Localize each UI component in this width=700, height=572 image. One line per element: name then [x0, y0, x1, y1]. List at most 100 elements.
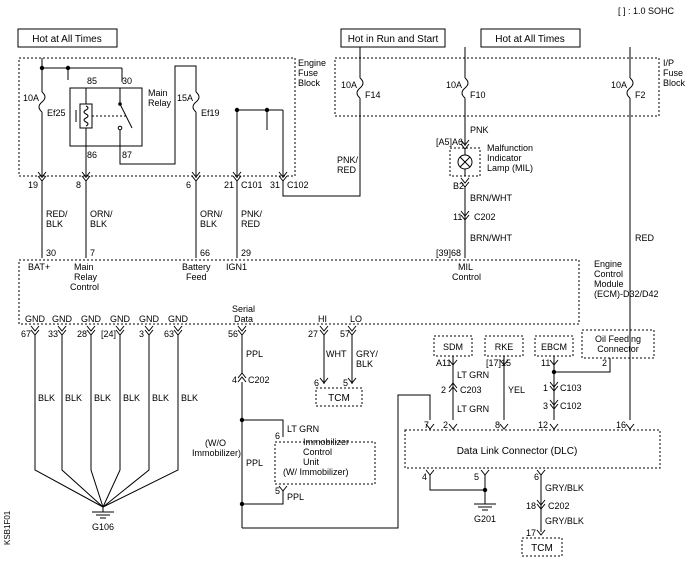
dlc-pin-5: 5 — [474, 472, 479, 482]
gnd-wire-blk-1: BLK — [38, 393, 55, 403]
tcm-lower-box — [521, 537, 563, 557]
ecm-pin-30: 30 — [46, 248, 56, 258]
serial-ppl-1: PPL — [246, 349, 263, 359]
dlc-pin-16: 16 — [616, 420, 626, 430]
rke-label: RKE — [495, 342, 514, 352]
svg-text:67: 67 — [21, 329, 31, 339]
ef25-name: Ef25 — [47, 108, 66, 118]
ecm-mil-ctrl-1: MIL — [458, 262, 473, 272]
svg-text:GND: GND — [168, 314, 189, 324]
serial-ppl-2: PPL — [246, 458, 263, 468]
gnd-wire-blk-5: BLK — [152, 393, 169, 403]
g201-label: G201 — [474, 514, 496, 524]
immob-wire-lt-grn: LT GRN — [287, 424, 319, 434]
ecm-hi: HI — [318, 314, 327, 324]
mod-pin-2: 2 — [441, 385, 446, 395]
mod-conn-c103: C103 — [560, 383, 582, 393]
immob-ppl: PPL — [287, 492, 304, 502]
wire-red-blk-1: RED/ — [46, 209, 68, 219]
wire-orn-blk-1b: BLK — [90, 219, 107, 229]
ecm-pin-3968: [39]68 — [436, 248, 461, 258]
pin-19: 19 — [28, 180, 38, 190]
svg-text:3: 3 — [139, 329, 144, 339]
ecm-battery-feed-2: Feed — [186, 272, 207, 282]
immob-label-4: (W/ Immobilizer) — [283, 467, 349, 477]
f2-amp: 10A — [611, 80, 627, 90]
ecm-pin-57: 57 — [340, 329, 350, 339]
engine-fuse-label-2: Fuse — [298, 68, 318, 78]
svg-text:[24]: [24] — [101, 329, 116, 339]
mil-pin-a5a6: [A5]A6 — [436, 137, 463, 147]
gnd-wire-blk-3: BLK — [94, 393, 111, 403]
mil-pin-11: 11 — [453, 212, 462, 222]
wire-orn-blk-2b: BLK — [200, 219, 217, 229]
dlc-pin-4: 4 — [422, 472, 427, 482]
relay-pin-85: 85 — [87, 76, 97, 86]
dlc-label: Data Link Connector (DLC) — [457, 446, 578, 457]
svg-text:GND: GND — [25, 314, 46, 324]
ip-fuse-label-1: I/P — [663, 58, 674, 68]
mil-wire-brn-wht-1: BRN/WHT — [470, 193, 512, 203]
wire-orn-blk-1a: ORN/ — [90, 209, 113, 219]
relay-pin-86: 86 — [87, 150, 97, 160]
wire-red-blk-2: BLK — [46, 219, 63, 229]
sdm-label: SDM — [443, 342, 463, 352]
sdm-pin: A11 — [436, 358, 451, 368]
serial-conn-c202: C202 — [248, 375, 270, 385]
fuse-f2 — [626, 77, 634, 99]
ebcm-label: EBCM — [541, 342, 567, 352]
mod-wire-lt-grn-2: LT GRN — [457, 404, 489, 414]
wo-immob-1: (W/O — [205, 438, 226, 448]
engine-fuse-label-3: Block — [298, 78, 321, 88]
oil-label-2: Connector — [597, 344, 639, 354]
wire-pnk-red-2b: RED — [337, 165, 357, 175]
fuse-ef25 — [38, 91, 46, 113]
ecm-pin-66: 66 — [200, 248, 210, 258]
wire-pnk-red-1a: PNK/ — [241, 209, 263, 219]
mod-conn-c203: C203 — [460, 385, 482, 395]
svg-text:GND: GND — [81, 314, 102, 324]
oil-feeding-box — [581, 329, 655, 359]
ecm-lo: LO — [350, 314, 362, 324]
svg-text:GND: GND — [52, 314, 73, 324]
tcm-pin-6: 6 — [314, 378, 319, 388]
pin-6: 6 — [186, 180, 191, 190]
mil-label-1: Malfunction — [487, 143, 533, 153]
wo-immob-2: Immobilizer) — [192, 448, 241, 458]
ecm-ground-pins: GND GND GND GND GND GND 67 33 28 [24] 3 … — [21, 314, 189, 339]
tcm-lower-label: TCM — [531, 543, 553, 554]
fuse-ef19 — [192, 91, 200, 113]
relay-label-1: Main — [148, 88, 168, 98]
ecm-main-relay-2: Relay — [74, 272, 98, 282]
immob-pin-5: 5 — [275, 486, 280, 496]
engine-fuse-block — [18, 57, 296, 177]
serial-1: Serial — [232, 304, 255, 314]
dlc-pin-17: 17 — [526, 528, 536, 538]
gnd-wire-blk-6: BLK — [181, 393, 198, 403]
ecm-pin-29: 29 — [241, 248, 251, 258]
hot-run-start-box — [340, 28, 446, 48]
ecm-pin-27: 27 — [308, 329, 318, 339]
dlc-box — [404, 429, 661, 469]
hot-all-left-box — [17, 28, 118, 48]
immob-label-2: Control — [303, 447, 332, 457]
ef25-amp: 10A — [23, 93, 39, 103]
pin-21: 21 — [224, 180, 234, 190]
dlc-pin-8: 8 — [495, 420, 500, 430]
serial-pin-4: 4 — [232, 375, 237, 385]
tcm-wire-gry-blk-1: GRY/ — [356, 349, 378, 359]
engine-fuse-label-1: Engine — [298, 58, 326, 68]
serial-2: Data — [234, 314, 253, 324]
mod-wire-yel: YEL — [508, 385, 525, 395]
side-code: KSB1F01 — [3, 510, 12, 545]
mod-pin-3: 3 — [543, 401, 548, 411]
immob-label-3: Unit — [303, 457, 320, 467]
ef19-amp: 15A — [177, 93, 193, 103]
svg-text:63: 63 — [164, 329, 174, 339]
relay-pin-87: 87 — [122, 150, 132, 160]
ip-fuse-block — [334, 57, 660, 117]
serial-pin-56: 56 — [228, 329, 238, 339]
hot-run-start-label: Hot in Run and Start — [348, 34, 439, 45]
wire-pnk-red-2a: PNK/ — [337, 155, 359, 165]
